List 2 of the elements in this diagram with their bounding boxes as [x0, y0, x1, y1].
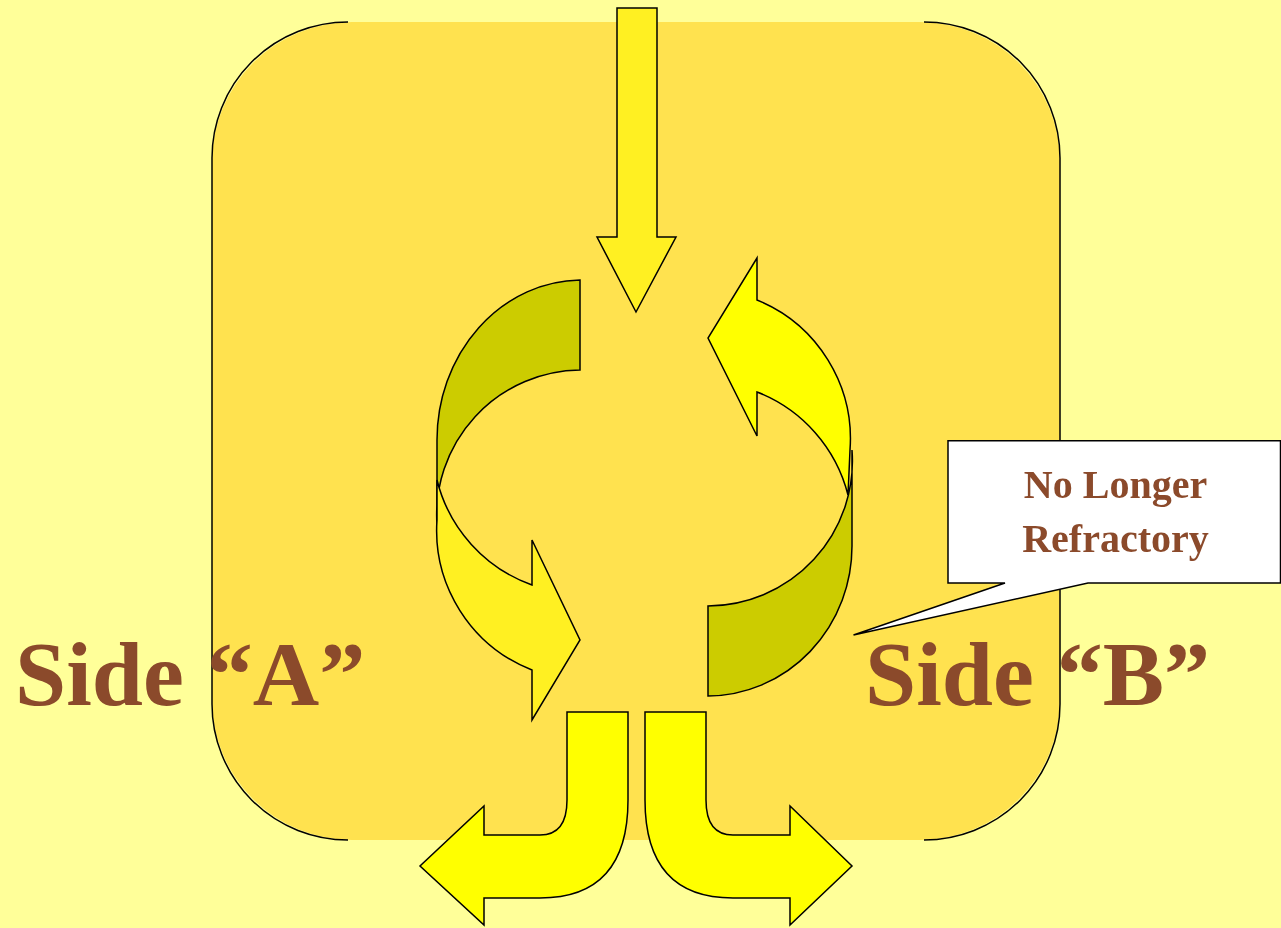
callout-text: No Longer Refractory — [1021, 461, 1210, 563]
side-label: Side “B” — [865, 628, 1211, 720]
